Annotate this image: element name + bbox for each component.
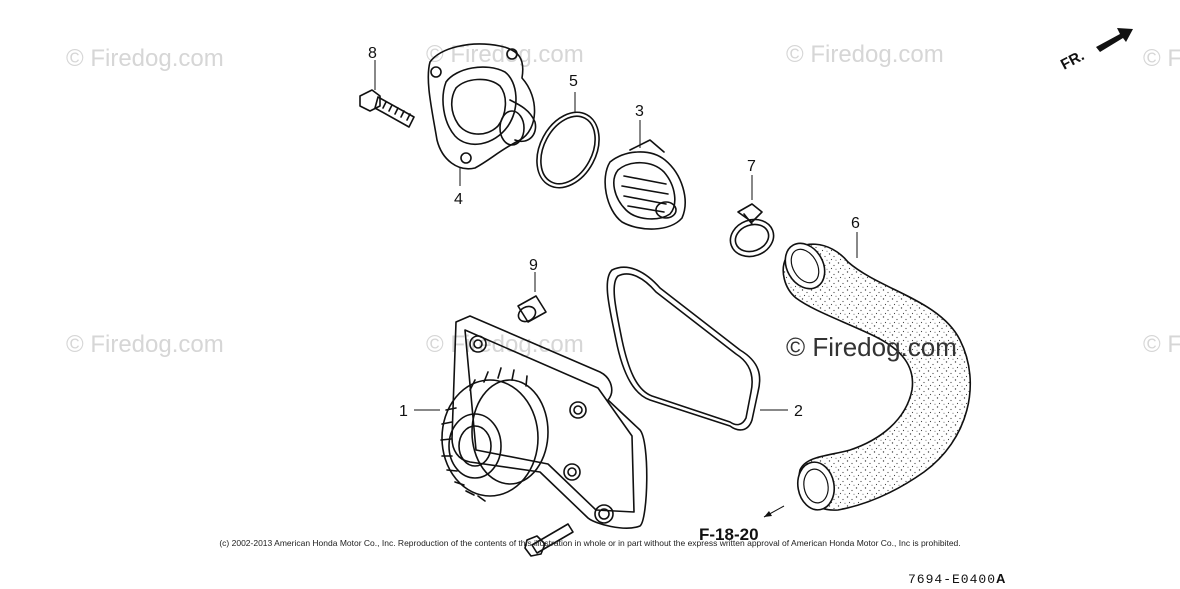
hose-part-6	[782, 242, 972, 511]
callout-5: 5	[569, 73, 578, 90]
watermark: © Firedog.com	[426, 41, 584, 68]
callout-6: 6	[851, 215, 860, 232]
callout-1: 1	[399, 403, 408, 420]
thermostat-cover-part-4	[427, 43, 537, 170]
gasket-part-2	[606, 266, 761, 431]
thermostat-part-3	[604, 139, 686, 230]
callout-7: 7	[747, 158, 756, 175]
watermark: © Firedog.com	[66, 331, 224, 358]
reference-label: F-18-20	[699, 525, 759, 544]
watermark: © Firedog.com	[786, 41, 944, 68]
hose-clamp-part-7	[729, 203, 775, 258]
watermark: © F	[1143, 45, 1180, 72]
reference-arrowhead	[764, 511, 772, 517]
front-label: FR.	[1058, 47, 1087, 73]
diagram-code: 7694-E0400A	[908, 571, 1006, 587]
diagram-code-suffix: A	[996, 571, 1007, 586]
front-arrow-icon	[1096, 28, 1133, 52]
watermark-dark: © Firedog.com	[786, 332, 957, 362]
o-ring-part-5	[536, 111, 600, 189]
watermark: © F	[1143, 331, 1180, 358]
callout-9: 9	[529, 257, 538, 274]
callout-3: 3	[635, 103, 644, 120]
dowel-pin-part-9	[517, 295, 547, 323]
callout-8: 8	[368, 45, 377, 62]
callout-2: 2	[794, 403, 803, 420]
diagram-code-text: 7694-E0400	[908, 572, 997, 587]
front-direction-indicator: FR.	[1058, 28, 1133, 74]
callout-4: 4	[454, 191, 463, 208]
copyright-notice: (c) 2002-2013 American Honda Motor Co., …	[219, 538, 961, 548]
watermark: © Firedog.com	[66, 45, 224, 72]
pump-bolt	[524, 523, 574, 557]
water-pump-part-1	[440, 315, 648, 529]
bolt-part-8	[359, 89, 415, 128]
